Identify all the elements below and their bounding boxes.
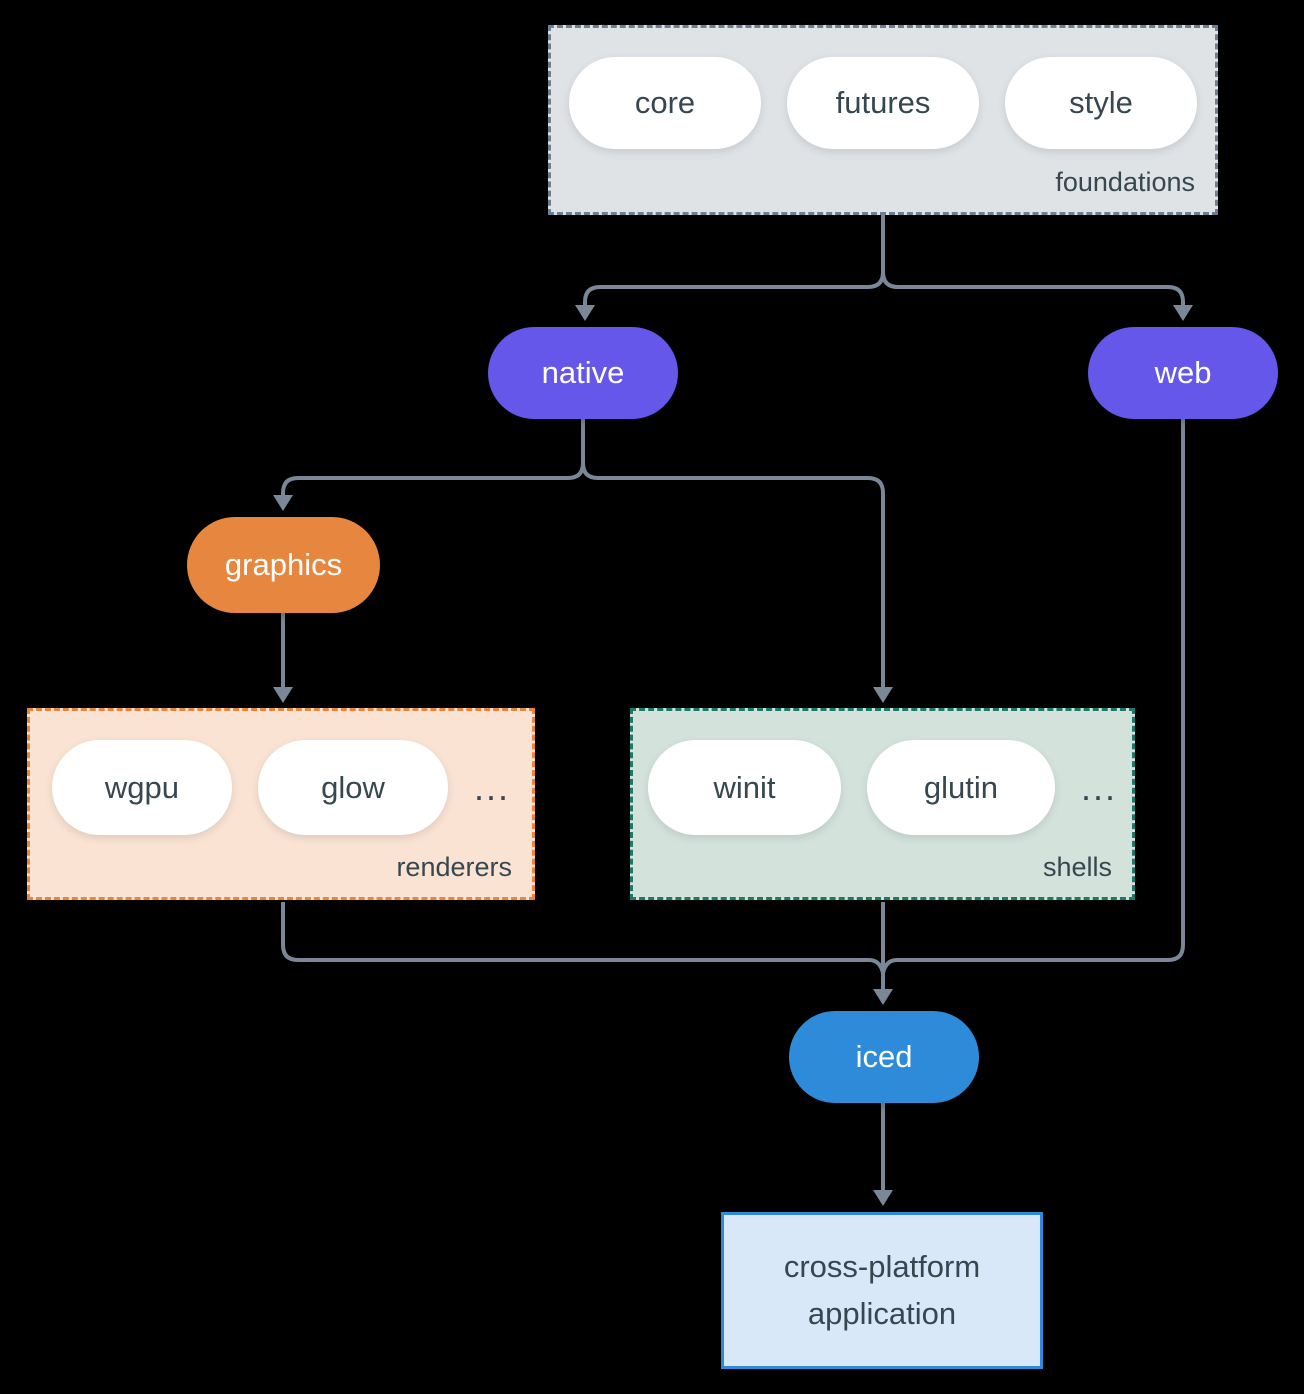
graphics-pill: graphics xyxy=(187,517,380,613)
arrowhead-web xyxy=(1173,305,1193,321)
application-label: cross-platform application xyxy=(783,1249,981,1331)
connector-renderers-iced xyxy=(281,902,885,974)
shells-ellipsis: ... xyxy=(1080,766,1117,808)
glow-pill: glow xyxy=(257,740,448,835)
arrowhead-application xyxy=(873,1190,893,1206)
style-label: style xyxy=(1069,85,1133,120)
foundations-group-label: foundations xyxy=(1055,167,1195,197)
arrowhead-graphics xyxy=(273,495,293,511)
futures-pill: futures xyxy=(787,57,979,149)
shells-pill-row: winit glutin ... xyxy=(633,711,1132,835)
arrowhead-shells xyxy=(873,687,893,703)
foundations-group: core futures style foundations xyxy=(548,25,1218,215)
native-pill: native xyxy=(488,327,678,419)
wgpu-label: wgpu xyxy=(104,769,180,805)
wgpu-pill: wgpu xyxy=(51,740,232,835)
iced-pill: iced xyxy=(789,1011,979,1103)
connector-foundations-web xyxy=(881,271,1185,306)
renderers-ellipsis: ... xyxy=(473,766,510,808)
renderers-group: wgpu glow ... renderers xyxy=(27,708,535,900)
glutin-label: glutin xyxy=(923,769,999,805)
style-pill: style xyxy=(1005,57,1197,149)
shells-group-label: shells xyxy=(1042,852,1112,882)
renderers-group-label: renderers xyxy=(396,852,512,882)
arrowhead-renderers xyxy=(273,687,293,703)
arrowhead-iced xyxy=(873,989,893,1005)
connector-native-graphics xyxy=(281,419,585,496)
iced-label: iced xyxy=(855,1039,913,1074)
glutin-pill: glutin xyxy=(866,740,1055,835)
application-box: cross-platform application xyxy=(721,1212,1043,1369)
native-label: native xyxy=(541,355,625,390)
graphics-label: graphics xyxy=(224,547,343,582)
foundations-pill-row: core futures style xyxy=(551,28,1215,149)
winit-pill: winit xyxy=(647,740,841,835)
arrowhead-native xyxy=(575,305,595,321)
web-pill: web xyxy=(1088,327,1278,419)
connector-foundations-native xyxy=(583,215,885,306)
connector-native-shells xyxy=(581,462,885,688)
shells-group: winit glutin ... shells xyxy=(630,708,1135,900)
futures-label: futures xyxy=(835,85,931,120)
glow-label: glow xyxy=(321,769,385,805)
core-pill: core xyxy=(569,57,761,149)
web-label: web xyxy=(1154,355,1212,390)
renderers-pill-row: wgpu glow ... xyxy=(30,711,532,835)
core-label: core xyxy=(634,85,696,120)
winit-label: winit xyxy=(713,769,776,805)
